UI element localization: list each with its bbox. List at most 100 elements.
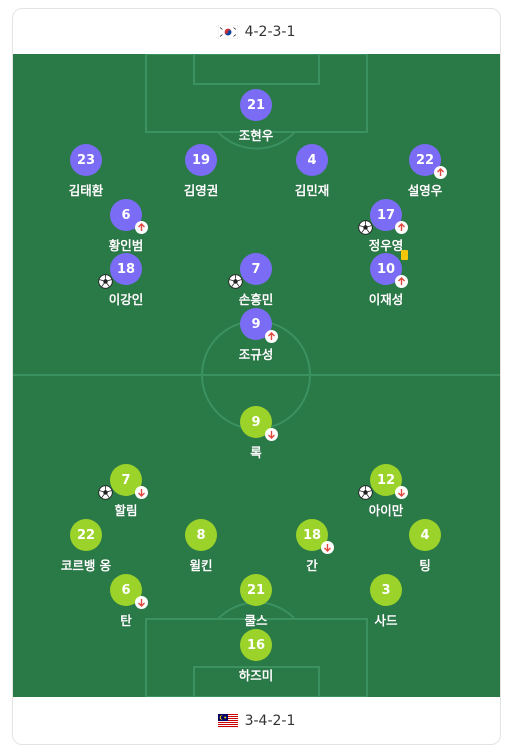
player-number: 7 xyxy=(121,472,131,488)
player-number: 6 xyxy=(121,207,131,223)
player-name: 사드 xyxy=(374,613,398,628)
away-player[interactable]: 12 아이만 xyxy=(336,464,436,519)
player-number: 3 xyxy=(381,582,391,598)
player-number: 22 xyxy=(415,152,435,168)
player-number-badge: 19 xyxy=(185,144,217,176)
away-player[interactable]: 16 하즈미 xyxy=(206,629,306,684)
player-name: 이재성 xyxy=(368,292,404,307)
player-number-badge: 7 xyxy=(98,464,148,500)
home-player[interactable]: 6 황인범 xyxy=(76,199,176,254)
malaysia-flag-icon xyxy=(217,713,238,728)
player-number: 17 xyxy=(376,207,396,223)
away-player[interactable]: 7 할림 xyxy=(76,464,176,519)
home-formation: 4-2-3-1 xyxy=(244,23,296,40)
player-number: 16 xyxy=(246,637,266,653)
home-player[interactable]: 19 김영권 xyxy=(151,144,251,199)
player-number: 7 xyxy=(251,261,261,277)
player-name: 아이만 xyxy=(368,503,404,518)
player-name: 록 xyxy=(250,445,262,460)
home-player[interactable]: 9 조규성 xyxy=(206,308,306,363)
player-name: 윌킨 xyxy=(189,558,213,573)
player-number-badge: 10 xyxy=(370,250,408,288)
soccer-ball-icon xyxy=(98,274,113,289)
substitution-down-arrow-icon xyxy=(265,428,278,441)
player-number-badge: 4 xyxy=(409,519,441,551)
substitution-down-arrow-icon xyxy=(395,486,408,499)
away-team-header: 3-4-2-1 xyxy=(13,697,500,744)
player-name: 조규성 xyxy=(238,347,274,362)
player-number-badge: 16 xyxy=(240,629,272,661)
player-name: 손흥민 xyxy=(238,292,274,307)
substitution-up-arrow-icon xyxy=(434,166,447,179)
player-number-badge: 22 xyxy=(409,144,447,179)
player-number-badge: 23 xyxy=(70,144,102,176)
home-player[interactable]: 10 이재성 xyxy=(336,250,436,308)
soccer-ball-icon xyxy=(358,485,373,500)
player-name: 쿨스 xyxy=(244,613,268,628)
away-player[interactable]: 22 코르뱅 옹 xyxy=(36,519,136,574)
player-name: 김태환 xyxy=(68,183,104,198)
substitution-down-arrow-icon xyxy=(135,596,148,609)
korea-flag-icon xyxy=(217,24,238,39)
away-player[interactable]: 21 쿨스 xyxy=(206,574,306,629)
soccer-ball-icon xyxy=(228,274,243,289)
player-name: 팅 xyxy=(419,558,431,573)
player-number: 22 xyxy=(76,527,96,543)
player-number: 10 xyxy=(376,261,396,277)
player-number-badge: 8 xyxy=(185,519,217,551)
player-number-badge: 9 xyxy=(240,406,278,441)
away-player[interactable]: 8 윌킨 xyxy=(151,519,251,574)
player-name: 김영권 xyxy=(183,183,219,198)
player-number: 9 xyxy=(251,414,261,430)
home-team-header: 4-2-3-1 xyxy=(13,9,500,54)
player-name: 할림 xyxy=(114,503,138,518)
player-number-badge: 18 xyxy=(98,253,142,289)
player-number-badge: 21 xyxy=(240,574,272,606)
substitution-up-arrow-icon xyxy=(395,221,408,234)
home-player[interactable]: 23 김태환 xyxy=(36,144,136,199)
player-number-badge: 21 xyxy=(240,89,272,121)
player-number-badge: 22 xyxy=(70,519,102,551)
player-name: 정우영 xyxy=(368,238,404,253)
player-name: 황인범 xyxy=(108,238,144,253)
player-name: 김민재 xyxy=(294,183,330,198)
player-name: 이강인 xyxy=(108,292,144,307)
player-number-badge: 6 xyxy=(110,199,148,234)
player-name: 간 xyxy=(306,558,318,573)
player-number-badge: 12 xyxy=(358,464,408,500)
soccer-ball-icon xyxy=(98,485,113,500)
player-number-badge: 7 xyxy=(228,253,272,289)
player-number: 4 xyxy=(420,527,430,543)
substitution-up-arrow-icon xyxy=(265,330,278,343)
home-player[interactable]: 17 정우영 xyxy=(336,199,436,254)
substitution-down-arrow-icon xyxy=(321,541,334,554)
player-number: 6 xyxy=(121,582,131,598)
home-player[interactable]: 7 손흥민 xyxy=(206,253,306,308)
player-number: 8 xyxy=(196,527,206,543)
away-formation: 3-4-2-1 xyxy=(244,712,296,729)
player-number-badge: 9 xyxy=(240,308,278,343)
player-number: 21 xyxy=(246,582,266,598)
player-name: 설영우 xyxy=(407,183,443,198)
player-number: 18 xyxy=(116,261,136,277)
substitution-up-arrow-icon xyxy=(395,275,408,288)
player-number-badge: 18 xyxy=(296,519,334,554)
substitution-up-arrow-icon xyxy=(135,221,148,234)
home-player[interactable]: 4 김민재 xyxy=(262,144,362,199)
player-number-badge: 4 xyxy=(296,144,328,176)
player-name: 하즈미 xyxy=(238,668,274,683)
soccer-ball-icon xyxy=(358,220,373,235)
away-player[interactable]: 18 간 xyxy=(262,519,362,574)
yellow-card-icon xyxy=(401,250,408,260)
home-player[interactable]: 22 설영우 xyxy=(375,144,475,199)
player-number: 21 xyxy=(246,97,266,113)
home-player[interactable]: 18 이강인 xyxy=(76,253,176,308)
player-name: 코르뱅 옹 xyxy=(60,558,112,573)
away-player[interactable]: 3 사드 xyxy=(336,574,436,629)
